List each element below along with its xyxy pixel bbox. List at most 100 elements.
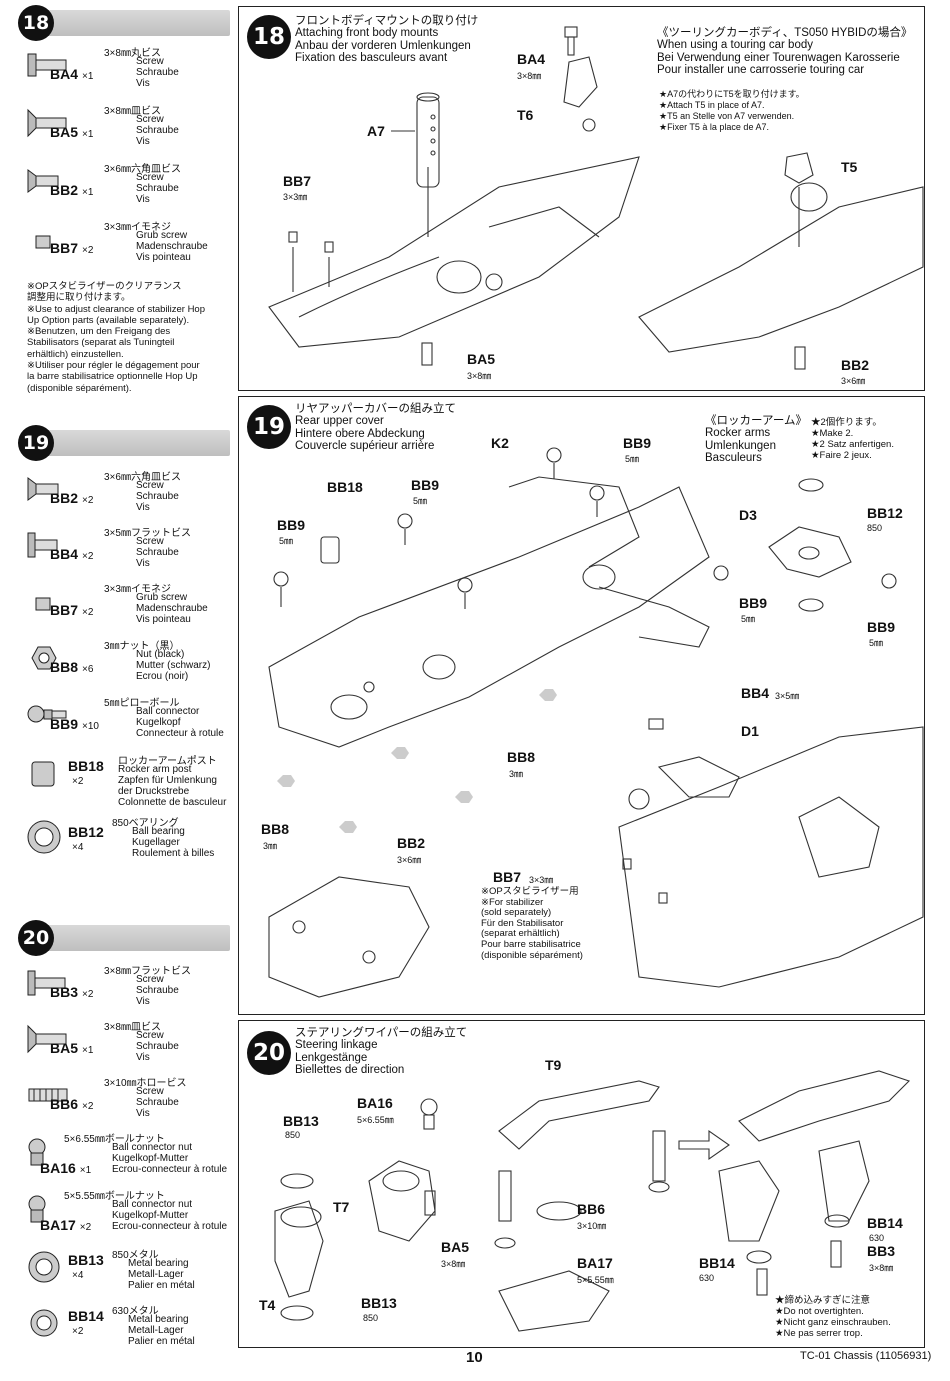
label-bb4-size: 3×5㎜ (775, 691, 800, 701)
touring-instructions: ★A7の代わりにT5を取り付けます。★Attach T5 in place of… (659, 89, 805, 132)
part-code: BB4×2 (50, 546, 94, 562)
part-code: BA17×2 (40, 1217, 92, 1233)
pan-head-screw-icon (27, 53, 67, 77)
stabilizer-optional-note: ※OPスタビライザー用※For stabilizer(sold separate… (481, 886, 583, 961)
part-code: BB2×1 (50, 182, 94, 198)
part-jp-name: 3×6㎜六角皿ビス (104, 164, 181, 175)
label-d1: D1 (741, 723, 759, 739)
countersunk-screw-icon (27, 108, 67, 138)
part-code: BA5×1 (50, 1040, 94, 1056)
step-number-badge: 18 (247, 15, 291, 59)
label-bb3-size: 3×8㎜ (869, 1263, 894, 1273)
part-jp-name: 3×5㎜フラットビス (104, 528, 191, 539)
section-18-header: 18 (18, 5, 230, 41)
label-bb8-size: 3㎜ (509, 769, 524, 779)
label-bb9: BB9 (411, 477, 440, 493)
rocker-make-note: ★2個作ります。★Make 2.★2 Satz anfertigen.★Fair… (811, 417, 894, 461)
part-jp-name: 3㎜ナット（黒） (104, 641, 180, 652)
part-jp-name: ロッカーアームポスト (118, 756, 217, 767)
label-bb9-size: 5㎜ (279, 536, 294, 546)
part-jp-name: 3×8㎜フラットビス (104, 966, 191, 977)
part-jp-name: 3×8㎜皿ビス (104, 106, 161, 117)
step-number-badge: 19 (247, 405, 291, 449)
part-code: BB14 (68, 1308, 104, 1324)
label-t9: T9 (545, 1057, 562, 1073)
label-a7: A7 (367, 123, 385, 139)
metal-bearing-icon (30, 1309, 58, 1337)
label-k2: K2 (491, 435, 509, 451)
part-jp-name: 5㎜ピローボール (104, 698, 180, 709)
label-bb6: BB6 (577, 1201, 606, 1217)
label-ba5-size: 3×8㎜ (441, 1259, 466, 1269)
hollow-screw-icon (28, 1088, 68, 1102)
part-jp-name: 5×5.55㎜ボールナット (64, 1191, 165, 1202)
label-bb7-size: 3×3㎜ (529, 875, 554, 885)
hex-countersunk-screw-icon (27, 477, 59, 501)
label-bb14-size: 630 (699, 1273, 715, 1283)
section-20-header: 20 (18, 920, 230, 956)
label-ba5-size: 3×8㎜ (467, 371, 492, 381)
label-ba5: BA5 (441, 1239, 470, 1255)
label-bb12-size: 850 (867, 523, 883, 533)
label-bb9: BB9 (867, 619, 896, 635)
label-ba17-size: 5×5.55㎜ (577, 1275, 614, 1285)
part-jp-name: 850メタル (112, 1250, 159, 1261)
label-bb14: BB14 (699, 1255, 735, 1271)
flat-head-screw-icon (27, 532, 58, 558)
rear-upper-cover-illustration (268, 447, 924, 998)
label-bb3: BB3 (867, 1243, 896, 1259)
label-bb2: BB2 (841, 357, 870, 373)
label-t4: T4 (259, 1297, 276, 1313)
rocker-arm-post-icon (31, 761, 55, 787)
part-names: Nut (black)Mutter (schwarz)Ecrou (noir) (136, 649, 211, 682)
label-ba4: BA4 (517, 51, 546, 67)
ball-bearing-icon (27, 820, 61, 854)
label-bb4: BB4 (741, 685, 770, 701)
label-bb9-size: 5㎜ (869, 638, 884, 648)
part-code: BA4×1 (50, 66, 94, 82)
label-bb9-size: 5㎜ (413, 496, 428, 506)
label-bb8: BB8 (507, 749, 536, 765)
part-code: BA5×1 (50, 124, 94, 140)
label-ba17: BA17 (577, 1255, 613, 1271)
part-code: BB8×6 (50, 659, 94, 675)
part-jp-name: 5×6.55㎜ボールナット (64, 1134, 165, 1145)
part-code: BB13 (68, 1252, 104, 1268)
label-bb13-size: 850 (285, 1130, 301, 1140)
section-19-header: 19 (18, 425, 230, 461)
manual-reference: TC-01 Chassis (11056931) (800, 1350, 932, 1362)
label-ba16: BA16 (357, 1095, 393, 1111)
countersunk-screw-icon (27, 1024, 67, 1054)
step-number-badge: 20 (247, 1031, 291, 1075)
label-bb8-size: 3㎜ (263, 841, 278, 851)
part-code: BB7×2 (50, 602, 94, 618)
label-bb8: BB8 (261, 821, 290, 837)
ball-nut-icon (28, 1195, 46, 1223)
flat-head-screw-icon (27, 970, 66, 996)
label-bb6-size: 3×10㎜ (577, 1221, 607, 1231)
grub-screw-icon (35, 235, 51, 249)
label-d3: D3 (739, 507, 757, 523)
